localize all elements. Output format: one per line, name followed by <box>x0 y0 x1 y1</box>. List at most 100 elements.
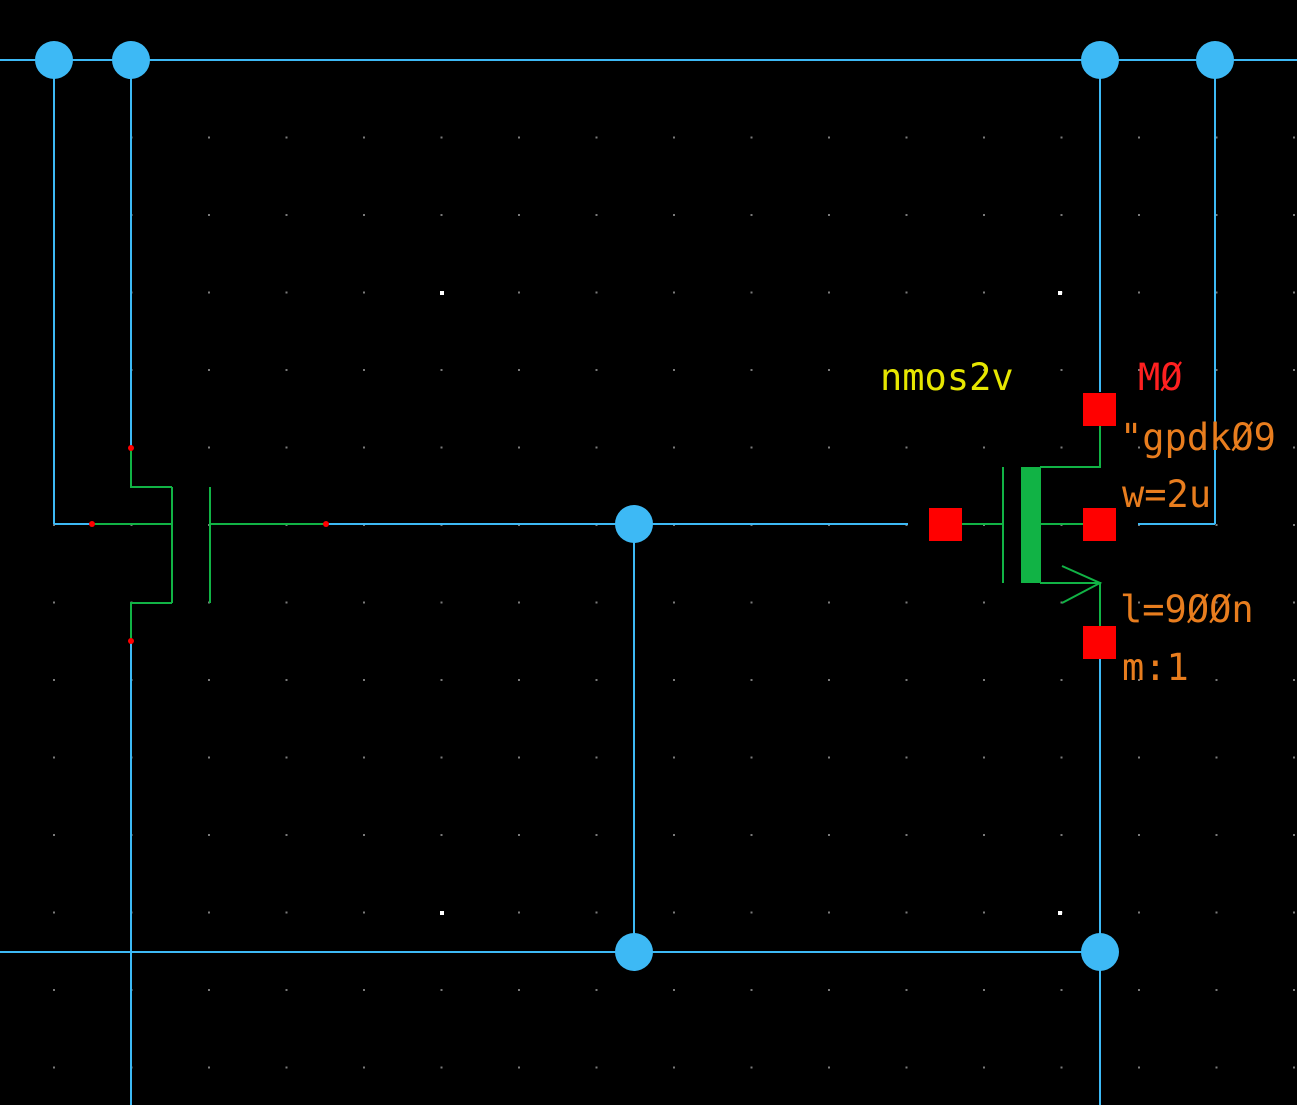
grid-dot <box>983 1066 985 1069</box>
grid-dot <box>440 214 443 216</box>
pin-dot[interactable] <box>89 521 95 527</box>
grid-dot <box>1215 601 1218 604</box>
grid-dot <box>983 911 985 914</box>
grid-dot <box>905 136 908 139</box>
grid-dot <box>1215 834 1218 836</box>
grid-dot <box>53 601 55 604</box>
grid-dot <box>905 989 908 991</box>
junction-dot[interactable] <box>1081 41 1119 79</box>
junction-dot[interactable] <box>112 41 150 79</box>
source-pin[interactable] <box>1083 626 1116 659</box>
length-param-label: l=9ØØn <box>1120 588 1254 631</box>
grid-dot <box>1060 369 1063 371</box>
grid-dot <box>905 911 908 914</box>
drain-pin[interactable] <box>1083 393 1116 426</box>
grid-dot <box>1293 369 1295 371</box>
grid-dot <box>1060 989 1063 991</box>
grid-dot <box>673 369 675 371</box>
gate-pin[interactable] <box>929 508 962 541</box>
grid-dot <box>673 601 675 604</box>
junction-dot[interactable] <box>615 933 653 971</box>
grid-major-dot <box>1058 291 1062 295</box>
grid-dot <box>905 679 908 681</box>
pin-dot[interactable] <box>128 445 134 451</box>
grid-dot <box>750 136 753 139</box>
grid-dot <box>905 1066 908 1069</box>
grid-dot <box>1215 214 1218 216</box>
junction-dot[interactable] <box>1081 933 1119 971</box>
grid-dot <box>750 601 753 604</box>
instance-name-label: MØ <box>1138 356 1183 399</box>
grid-dot <box>518 756 520 759</box>
grid-dot <box>363 136 365 139</box>
grid-dot <box>208 834 210 836</box>
pin-dot[interactable] <box>323 521 329 527</box>
grid-dot <box>208 136 210 139</box>
grid-dot <box>595 291 598 294</box>
grid-dot <box>983 756 985 759</box>
grid-dot <box>673 136 675 139</box>
junction-dot[interactable] <box>35 41 73 79</box>
grid-dot <box>673 214 675 216</box>
grid-dot <box>285 679 288 681</box>
junction-dot[interactable] <box>1196 41 1234 79</box>
grid-dot <box>905 446 908 449</box>
grid-dot <box>750 369 753 371</box>
grid-dot <box>363 1066 365 1069</box>
bulk-pin[interactable] <box>1083 508 1116 541</box>
grid-dot <box>828 136 830 139</box>
grid-dot <box>828 834 830 836</box>
junction-dots <box>35 41 1234 971</box>
grid-dot <box>673 834 675 836</box>
grid-dot <box>828 369 830 371</box>
grid-dot <box>750 911 753 914</box>
grid-dot <box>1293 214 1295 216</box>
grid-dot <box>828 756 830 759</box>
left-transistor-source <box>130 602 172 641</box>
grid-dot <box>208 369 210 371</box>
grid-dot <box>750 214 753 216</box>
grid-dot <box>983 834 985 836</box>
grid-dot <box>1215 911 1218 914</box>
grid-dot <box>673 291 675 294</box>
junction-dot[interactable] <box>615 505 653 543</box>
pin-dot[interactable] <box>128 638 134 644</box>
grid-dot <box>208 446 210 449</box>
grid-dot <box>1060 679 1063 681</box>
grid-dot <box>440 834 443 836</box>
grid-dot <box>285 446 288 449</box>
grid-dot <box>440 756 443 759</box>
nmos-drain-lead <box>1040 426 1101 468</box>
grid-dot <box>1293 446 1295 449</box>
grid-dot <box>1293 291 1295 294</box>
left-transistor-symbol[interactable] <box>92 448 326 641</box>
grid-dot <box>440 679 443 681</box>
grid-dot <box>208 911 210 914</box>
grid-dot <box>363 369 365 371</box>
grid-dot <box>1060 446 1063 449</box>
grid-dot <box>53 679 55 681</box>
grid-dot <box>285 756 288 759</box>
grid-dot <box>983 989 985 991</box>
grid-dot <box>1215 756 1218 759</box>
grid-dot <box>285 369 288 371</box>
nmos-transistor-symbol[interactable] <box>962 426 1103 626</box>
grid-dot <box>53 1066 55 1069</box>
grid-dot <box>1293 679 1295 681</box>
wires <box>0 59 1297 1105</box>
grid-dot <box>828 291 830 294</box>
grid-dot <box>1138 834 1140 836</box>
grid-dot <box>440 1066 443 1069</box>
grid-dot <box>750 989 753 991</box>
grid-dot <box>828 1066 830 1069</box>
grid-dot <box>285 834 288 836</box>
grid-dot <box>1293 1066 1295 1069</box>
grid-dot <box>1138 989 1140 991</box>
grid-dot <box>595 989 598 991</box>
grid-dot <box>673 679 675 681</box>
grid-dot <box>983 446 985 449</box>
grid-dot <box>363 911 365 914</box>
grid-dot <box>828 601 830 604</box>
grid-dot <box>1215 989 1218 991</box>
